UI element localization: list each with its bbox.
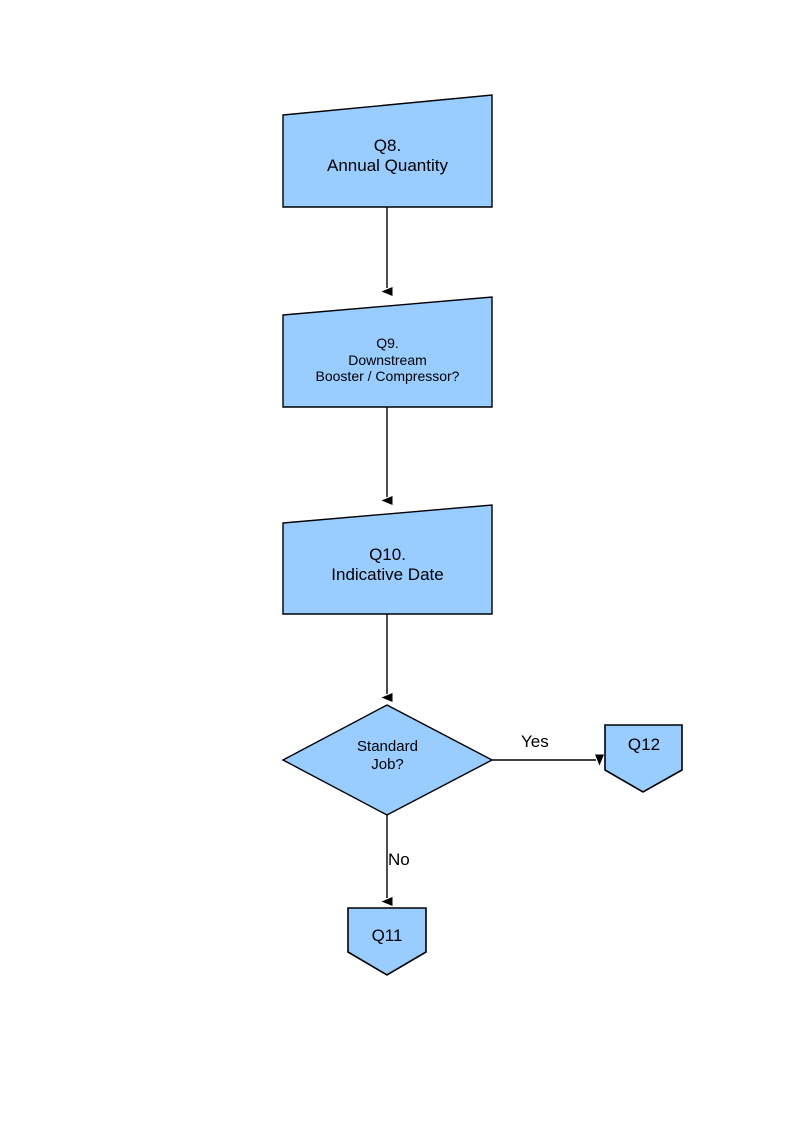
node-q12-shape[interactable]: [604, 724, 683, 793]
node-decision-shape[interactable]: [281, 704, 494, 816]
node-q10-shape[interactable]: [282, 504, 493, 615]
edge-label-no: No: [388, 850, 410, 869]
node-q9-shape[interactable]: [282, 296, 493, 408]
edge-label-yes: Yes: [521, 732, 549, 751]
node-q11-shape[interactable]: [347, 907, 427, 976]
node-q8-shape[interactable]: [282, 94, 493, 208]
